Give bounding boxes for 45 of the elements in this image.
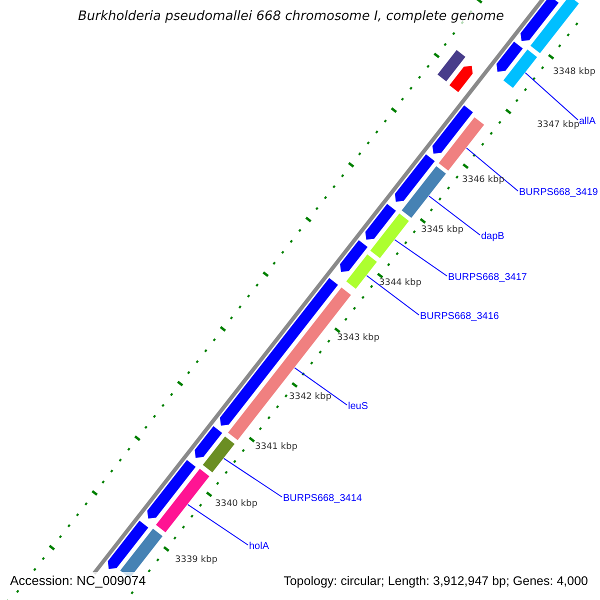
tick-label: 3339 kbp: [175, 555, 218, 566]
gene-block: [394, 153, 436, 203]
gene-bar: [436, 48, 467, 83]
gene-label: leuS: [348, 401, 368, 413]
tick-label: 3345 kbp: [421, 225, 464, 236]
leader-line: [366, 275, 420, 316]
tick-label: 3341 kbp: [255, 442, 298, 453]
tick-label: 3342 kbp: [289, 392, 332, 403]
tick-label: 3346 kbp: [462, 175, 504, 186]
gene-label: BURPS668_3417: [448, 272, 527, 284]
gene-label: BURPS668_3419: [519, 187, 598, 199]
gene-block: [194, 424, 224, 459]
gene-label: dapB: [481, 231, 504, 243]
gene-block: [219, 276, 340, 427]
leader-line: [524, 72, 578, 120]
tick-label: 3344 kbp: [379, 278, 422, 289]
gene-bar: [202, 435, 236, 474]
gene-bar: [502, 48, 538, 90]
gene-bar: [154, 468, 210, 534]
gene-block: [106, 520, 150, 570]
gene-block: [146, 458, 197, 520]
leader-line: [187, 504, 248, 546]
gene-bar: [529, 0, 580, 54]
gene-bar: [369, 212, 410, 260]
gene-block: [520, 0, 560, 42]
leader-line: [394, 239, 448, 276]
tick-label: 3343 kbp: [337, 333, 380, 344]
gene-block: [432, 104, 474, 155]
gene-label: holA: [249, 541, 270, 553]
gene-bar: [438, 116, 486, 172]
gene-block: [339, 239, 369, 273]
gene-label: BURPS668_3414: [283, 493, 362, 505]
leader-line: [428, 196, 480, 236]
leader-line: [466, 147, 518, 192]
gene-label: BURPS668_3416: [420, 311, 499, 323]
tick-label: 3347 kbp: [537, 120, 580, 131]
tick-label: 3340 kbp: [215, 499, 258, 510]
gene-bar: [400, 165, 448, 220]
gene-block: [364, 202, 398, 241]
tick-label: 3348 kbp: [553, 67, 596, 78]
gene-label: allA: [579, 116, 596, 128]
leader-line: [294, 367, 348, 406]
gene-block: [496, 40, 524, 73]
gene-block: [448, 64, 474, 94]
gene-bar: [345, 253, 378, 290]
